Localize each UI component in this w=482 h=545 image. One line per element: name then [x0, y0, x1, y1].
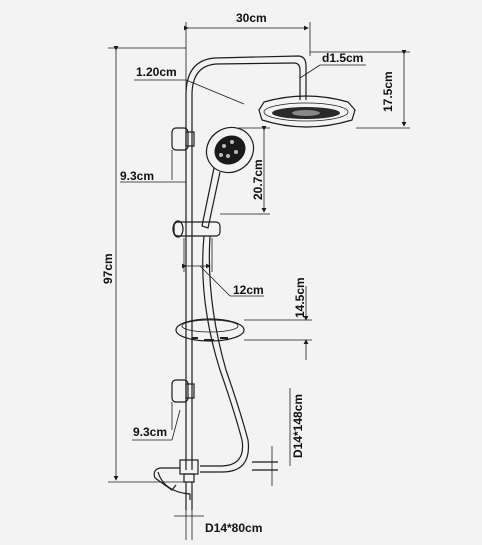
diverter-valve	[153, 459, 199, 500]
dimension-soap-dish: 14.5cm	[244, 277, 312, 360]
rain-shower-head	[258, 95, 356, 128]
label-hose-long: D14*148cm	[291, 394, 305, 458]
shower-arm	[185, 55, 307, 100]
lower-wall-bracket	[171, 379, 195, 403]
label-total-height: 97cm	[101, 253, 115, 284]
upper-wall-bracket	[171, 127, 195, 151]
dimension-holder-width: 12cm	[182, 238, 264, 297]
label-lower-bracket: 9.3cm	[133, 425, 167, 439]
label-pipe-diameter: d1.5cm	[322, 51, 363, 65]
handshower-holder	[172, 220, 221, 238]
label-holder-width: 12cm	[233, 283, 264, 297]
label-soap-dish: 14.5cm	[293, 277, 307, 318]
label-width-top: 30cm	[236, 11, 267, 25]
riser-pipe	[185, 95, 193, 470]
dimension-head-height: 17.5cm	[310, 50, 410, 129]
dimension-pipe-diameter: d1.5cm	[299, 51, 366, 79]
dimension-total-height: 97cm	[101, 46, 186, 483]
hand-shower	[201, 126, 255, 229]
label-arm-length: 1.20cm	[136, 65, 177, 79]
dimension-arm-length: 1.20cm	[134, 65, 245, 105]
soap-dish	[175, 318, 245, 342]
dimension-handshower-length: 20.7cm	[220, 126, 270, 215]
label-upper-bracket: 9.3cm	[120, 169, 154, 183]
dimension-width-top: 30cm	[184, 11, 311, 95]
dimension-hose-long: D14*148cm	[271, 388, 305, 486]
dimension-lower-bracket: 9.3cm	[132, 402, 187, 441]
inlet-pipe	[185, 461, 278, 510]
label-hose-short: D14*80cm	[205, 521, 262, 535]
dimension-upper-bracket: 9.3cm	[120, 150, 187, 183]
shower-hose	[200, 235, 250, 473]
dimension-hose-short: D14*80cm	[174, 506, 262, 540]
label-head-height: 17.5cm	[381, 71, 395, 112]
label-handshower-length: 20.7cm	[251, 159, 265, 200]
